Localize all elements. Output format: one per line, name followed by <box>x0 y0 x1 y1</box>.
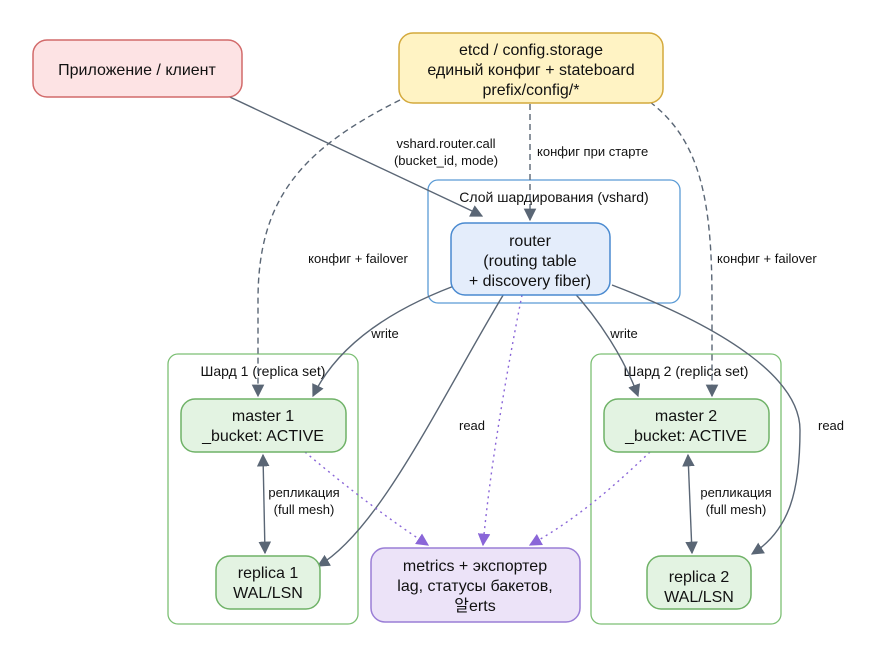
node-master2: master 2 _bucket: ACTIVE <box>603 398 770 453</box>
node-replica1-line1: replica 1 <box>238 565 299 582</box>
edge-router-replica1-read <box>316 291 506 567</box>
node-router-line2: (routing table <box>483 253 576 270</box>
label-repl2-2: (full mesh) <box>706 502 767 517</box>
cluster-shard1-label: Шард 1 (replica set) <box>201 363 326 379</box>
node-client: Приложение / клиент <box>32 39 243 98</box>
label-router-call-2: (bucket_id, mode) <box>394 153 498 168</box>
edge-router-replica2-read <box>611 284 801 555</box>
node-router-line3: + discovery fiber) <box>469 273 591 290</box>
cluster-shard2: Шард 2 (replica set) <box>590 353 782 625</box>
node-metrics-line1: metrics + экспортер <box>403 558 547 575</box>
label-config-failover-right: конфиг + failover <box>717 251 817 266</box>
node-etcd-line1: etcd / config.storage <box>459 42 603 59</box>
node-replica2-line1: replica 2 <box>669 569 730 586</box>
edge-master1-replica1-replication <box>256 453 272 555</box>
label-read-right: read <box>818 418 844 433</box>
label-repl1-2: (full mesh) <box>274 502 335 517</box>
node-metrics-line2: lag, статусы бакетов, <box>397 578 552 595</box>
node-master1-line1: master 1 <box>232 408 294 425</box>
cluster-vshard-label: Слой шардирования (vshard) <box>459 189 648 205</box>
node-etcd-line3: prefix/config/* <box>483 82 580 99</box>
cluster-vshard: Слой шардирования (vshard) <box>427 179 681 304</box>
node-etcd: etcd / config.storage единый конфиг + st… <box>398 32 664 104</box>
label-write-left: write <box>370 326 398 341</box>
node-replica2-line2: WAL/LSN <box>664 589 734 606</box>
edge-router-master2-write <box>569 287 641 398</box>
node-client-label: Приложение / клиент <box>58 62 216 79</box>
edge-master1-metrics <box>304 451 430 546</box>
node-replica2: replica 2 WAL/LSN <box>646 555 752 610</box>
label-repl2-1: репликация <box>700 485 771 500</box>
edges <box>214 89 801 567</box>
node-metrics-line3: 알erts <box>454 597 495 615</box>
node-master1: master 1 _bucket: ACTIVE <box>180 398 347 453</box>
node-router: router (routing table + discovery fiber) <box>450 222 611 296</box>
cluster-shard2-label: Шард 2 (replica set) <box>624 363 749 379</box>
label-read-left: read <box>459 418 485 433</box>
node-replica1-line2: WAL/LSN <box>233 585 303 602</box>
node-replica1: replica 1 WAL/LSN <box>215 555 321 610</box>
edge-labels: vshard.router.call (bucket_id, mode) кон… <box>268 136 844 517</box>
edge-client-router <box>214 89 484 217</box>
label-repl1-1: репликация <box>268 485 339 500</box>
node-etcd-line2: единый конфиг + stateboard <box>427 62 634 79</box>
label-config-start: конфиг при старте <box>537 144 648 159</box>
label-router-call-1: vshard.router.call <box>397 136 496 151</box>
node-router-line1: router <box>509 233 551 250</box>
label-config-failover-left: конфиг + failover <box>308 251 408 266</box>
node-master2-line2: _bucket: ACTIVE <box>624 428 747 445</box>
edge-etcd-master2 <box>649 101 719 398</box>
edge-etcd-master1 <box>251 99 401 398</box>
node-master2-line1: master 2 <box>655 408 717 425</box>
label-write-right: write <box>609 326 637 341</box>
cluster-shard1: Шард 1 (replica set) <box>167 353 359 625</box>
edge-master2-replica2-replication <box>682 453 698 555</box>
edge-router-master1-write <box>312 281 466 398</box>
edge-master2-metrics <box>528 451 651 546</box>
node-metrics: metrics + экспортер lag, статусы бакетов… <box>370 547 581 623</box>
node-master1-line2: _bucket: ACTIVE <box>201 428 324 445</box>
edge-router-metrics <box>477 294 523 547</box>
